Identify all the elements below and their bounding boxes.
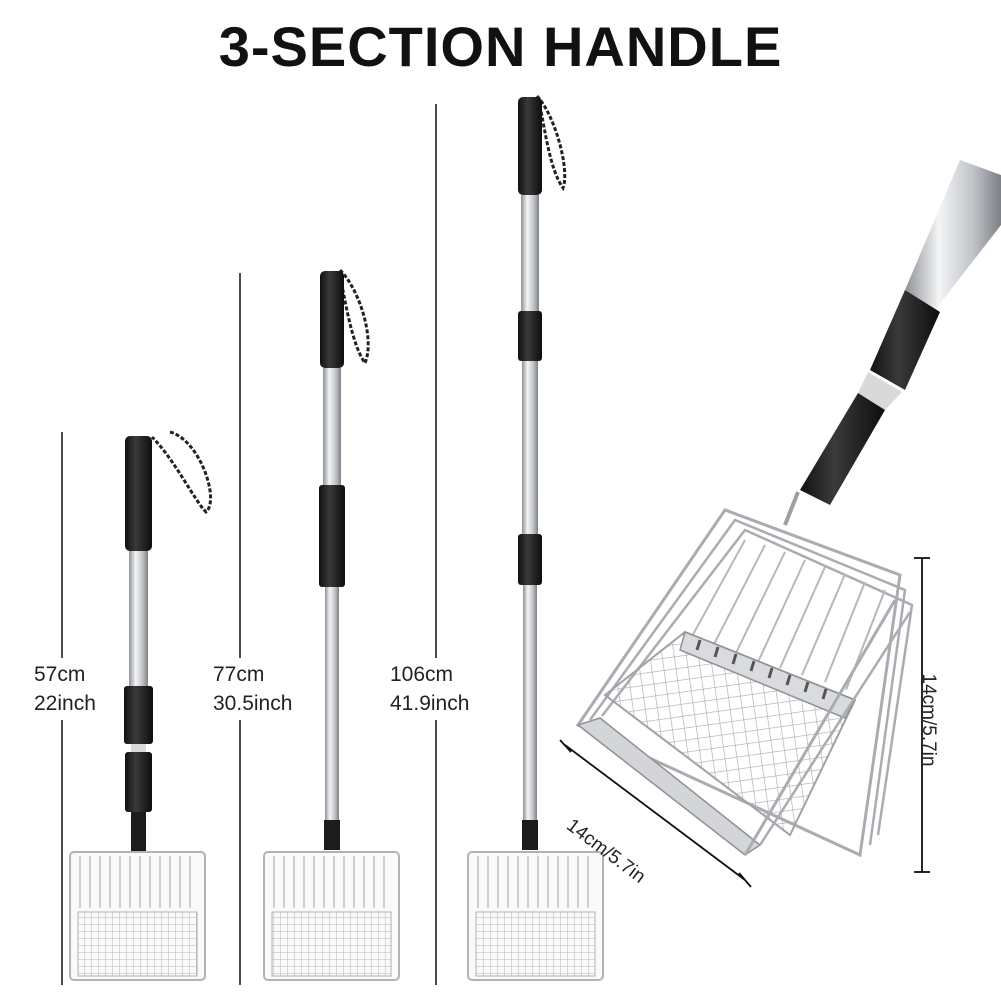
length-cm: 77cm [213, 663, 265, 686]
length-inch: 22inch [34, 692, 96, 715]
scoop-height-label: 14cm/5.7in [918, 673, 939, 767]
length-inch: 30.5inch [213, 692, 293, 715]
scoop-long [467, 94, 604, 981]
scoop-medium [263, 268, 400, 981]
scoop-closeup [575, 160, 1001, 858]
length-inch: 41.9inch [390, 692, 470, 715]
scoop-short [69, 430, 212, 981]
length-cm: 106cm [390, 663, 454, 686]
length-label-long: 106cm 41.9inch [390, 658, 470, 720]
closeup-height-dimension [914, 557, 930, 873]
closeup-width-dimension [559, 739, 752, 888]
page-title: 3-SECTION HANDLE [218, 15, 783, 78]
length-label-medium: 77cm 30.5inch [213, 658, 293, 720]
length-cm: 57cm [34, 663, 86, 686]
length-label-short: 57cm 22inch [34, 658, 96, 720]
